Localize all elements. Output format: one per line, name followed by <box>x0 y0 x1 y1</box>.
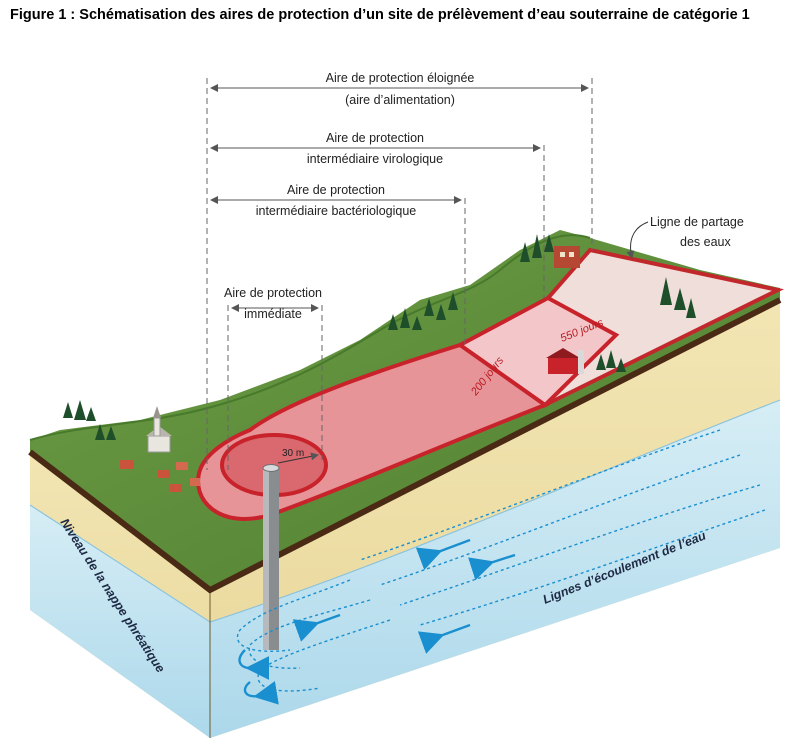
cross-section <box>29 288 781 738</box>
label-immediate-1: Aire de protection <box>224 286 322 300</box>
label-bacterio-2: intermédiaire bactériologique <box>256 204 417 218</box>
label-partage-1: Ligne de partage <box>650 215 744 229</box>
label-eloignee-1: Aire de protection éloignée <box>326 71 475 85</box>
figure-caption: Figure 1 : Schématisation des aires de p… <box>10 7 750 23</box>
tree-clusters <box>63 234 696 440</box>
label-partage-2: des eaux <box>680 235 731 249</box>
dimension-lines <box>206 78 593 470</box>
label-virologique-2: intermédiaire virologique <box>307 152 443 166</box>
label-immediate-2: immédiate <box>244 307 302 321</box>
industrial-site <box>554 246 580 268</box>
label-virologique-1: Aire de protection <box>326 131 424 145</box>
soil-edge <box>28 297 782 594</box>
water-table-front <box>210 400 780 738</box>
farm-building <box>546 348 584 374</box>
radius-label: 30 m <box>282 448 304 459</box>
label-eloignee-2: (aire d’alimentation) <box>345 93 455 107</box>
water-table-left <box>30 505 210 738</box>
well-pipe <box>262 464 280 650</box>
village <box>120 406 200 492</box>
dimension-labels: Aire de protection éloignée (aire d’alim… <box>224 71 744 321</box>
label-bacterio-1: Aire de protection <box>287 183 385 197</box>
flow-arrows <box>238 538 516 705</box>
